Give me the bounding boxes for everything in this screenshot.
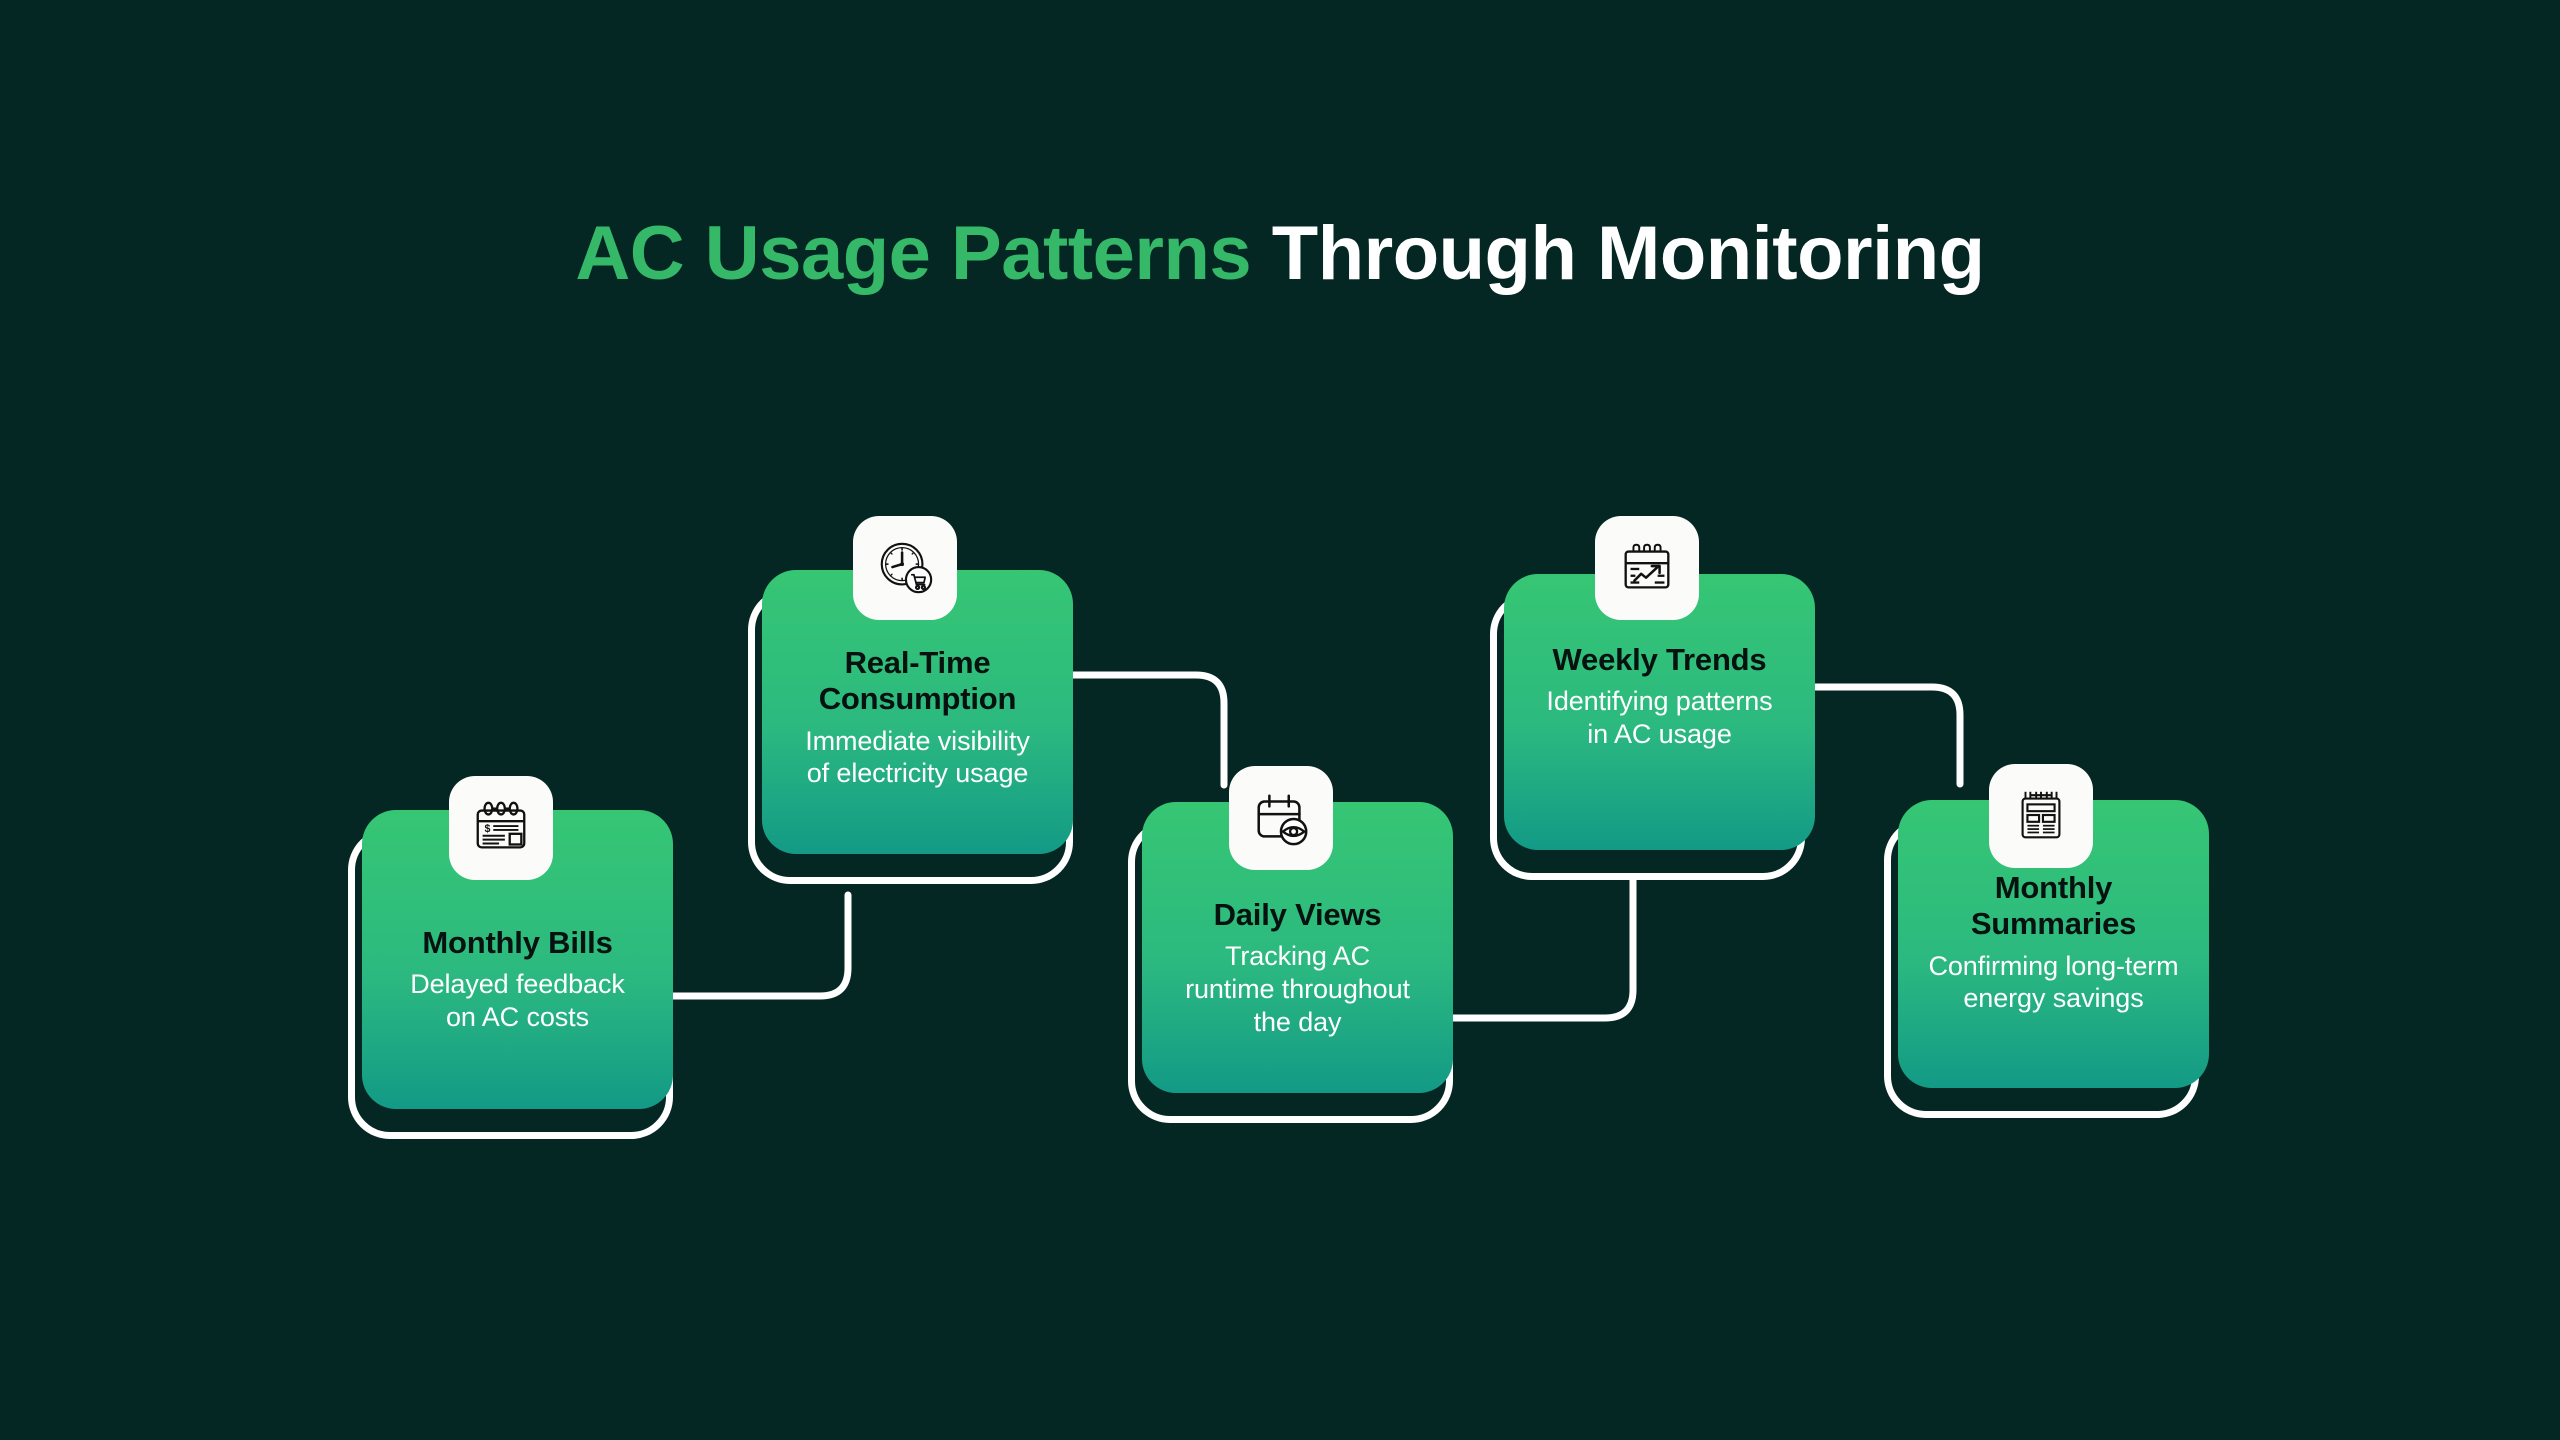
card-desc-line: on AC costs (446, 1002, 589, 1033)
clock-cart-icon (853, 516, 957, 620)
connector-3-4 (1446, 876, 1637, 1022)
card-desc-line: the day (1253, 1007, 1342, 1038)
card-description: Tracking AC runtime throughout the day (1171, 940, 1424, 1039)
card-desc-line: Tracking AC (1225, 941, 1370, 972)
page-title-accent: AC Usage Patterns (575, 211, 1252, 296)
page-title-plain: Through Monitoring (1271, 211, 1985, 296)
card-desc-line: runtime throughout (1185, 974, 1410, 1005)
svg-text:$: $ (485, 823, 491, 835)
card-desc-line: Identifying patterns (1546, 686, 1773, 717)
card-title: Monthly Bills (422, 925, 613, 960)
card-title: Monthly Summaries (1955, 870, 2152, 943)
card-description: Identifying patterns in AC usage (1532, 685, 1786, 751)
card-description: Confirming long-term energy savings (1914, 950, 2192, 1016)
card-title-line: Monthly (1994, 870, 2113, 905)
card-description: Delayed feedback on AC costs (396, 968, 639, 1034)
card-desc-line: energy savings (1963, 983, 2144, 1014)
connector-4-5 (1801, 683, 1964, 788)
card-title: Real-Time Consumption (803, 645, 1033, 718)
card-body[interactable]: Monthly Summaries Confirming long-term e… (1898, 800, 2209, 1088)
bill-invoice-icon: $ (449, 776, 553, 880)
card-title: Weekly Trends (1552, 642, 1767, 677)
card-description: Immediate visibility of electricity usag… (791, 725, 1044, 791)
card-title-line: Real-Time (844, 645, 991, 680)
connector-2-3 (1059, 671, 1228, 789)
card-desc-line: in AC usage (1587, 719, 1732, 750)
calendar-eye-icon (1229, 766, 1333, 870)
card-title: Daily Views (1213, 897, 1382, 932)
card-desc-line: Delayed feedback (410, 969, 625, 1000)
card-desc-line: of electricity usage (806, 758, 1029, 789)
page-title: AC Usage Patterns Through Monitoring (0, 212, 2560, 296)
card-desc-line: Confirming long-term (1928, 950, 2179, 981)
card-body[interactable]: Weekly Trends Identifying patterns in AC… (1504, 574, 1815, 850)
connector-1-2 (669, 891, 852, 1000)
card-title-line: Summaries (1970, 906, 2137, 942)
card-desc-line: Immediate visibility (805, 725, 1030, 756)
card-title-line: Consumption (818, 681, 1017, 717)
calendar-chart-icon (1595, 516, 1699, 620)
report-document-icon (1989, 764, 2093, 868)
